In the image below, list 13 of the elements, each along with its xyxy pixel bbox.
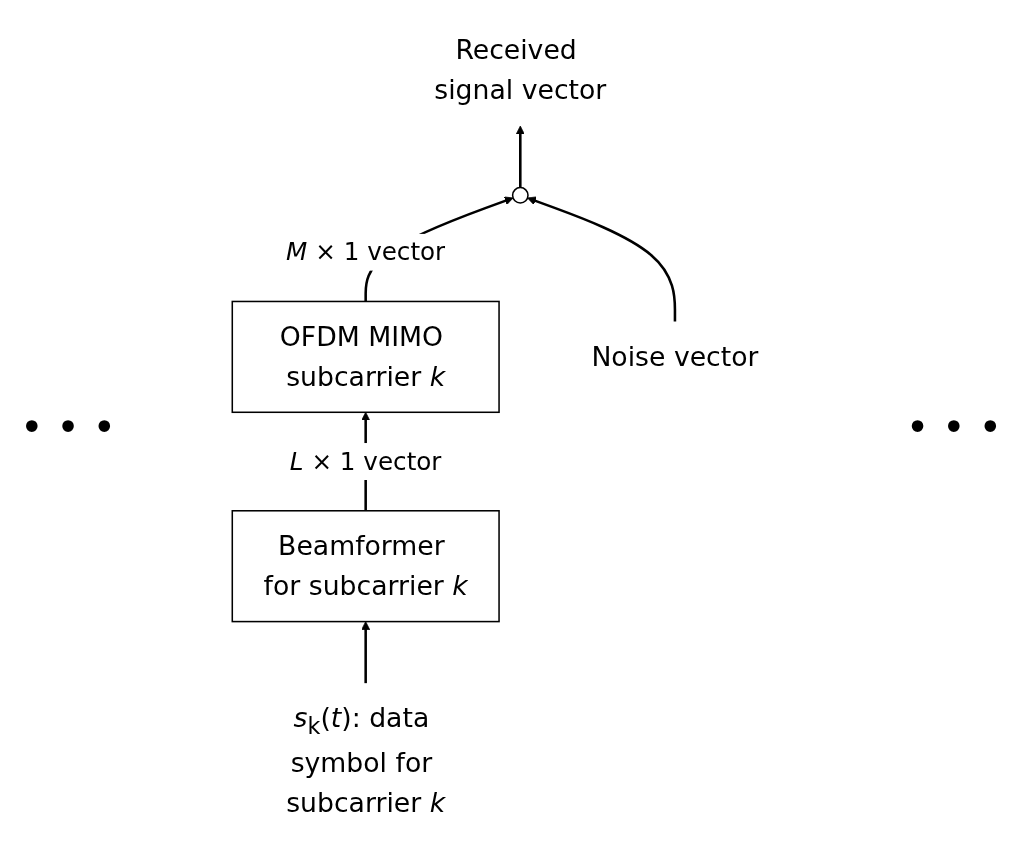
node-box: OFDM MIMO subcarrier k <box>231 300 501 413</box>
node-text: Received signal vector <box>434 34 607 105</box>
node-text: s$_{k}$(t): data symbol for subcarrier k <box>286 702 446 818</box>
arrow <box>516 125 526 188</box>
ellipsis-dots: • • • <box>904 403 1003 450</box>
ellipsis-dots: • • • <box>19 403 118 450</box>
node-box: Beamformer for subcarrier k <box>231 509 501 622</box>
arrow <box>527 196 677 321</box>
arrow <box>361 620 371 683</box>
node-circle <box>512 186 529 204</box>
edge-label: L × 1 vector <box>290 446 442 476</box>
node-text: Noise vector <box>591 340 759 372</box>
edge-label: M × 1 vector <box>286 237 446 267</box>
